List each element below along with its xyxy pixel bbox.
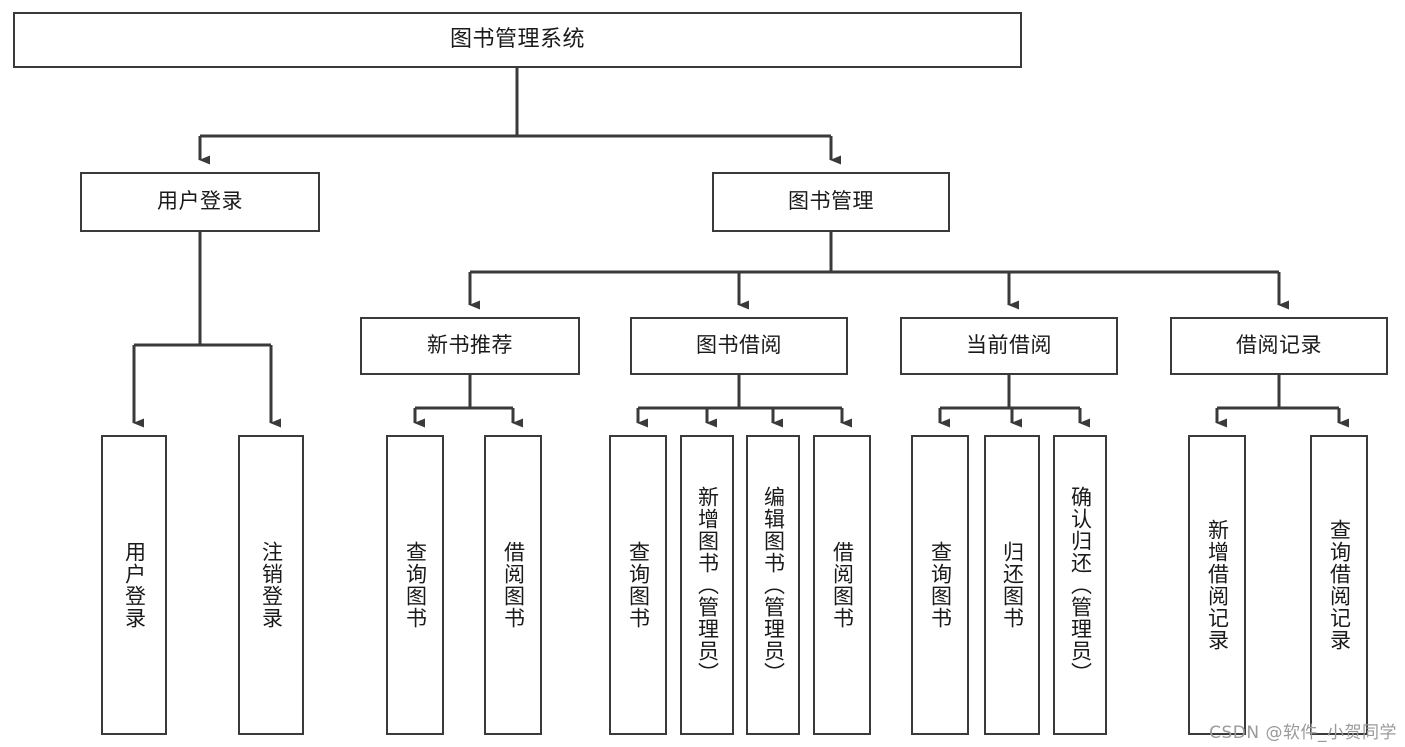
node-book-manage[interactable]: 图书管理 (712, 172, 950, 232)
leaf-add-record[interactable]: 新增借阅记录 (1188, 435, 1246, 735)
node-user-login[interactable]: 用户登录 (80, 172, 320, 232)
leaf-query-record-label: 查询借阅记录 (1327, 519, 1352, 651)
node-new-book-rec[interactable]: 新书推荐 (360, 317, 580, 375)
leaf-query-book-1[interactable]: 查询图书 (386, 435, 444, 735)
leaf-query-record[interactable]: 查询借阅记录 (1310, 435, 1368, 735)
leaf-confirm-return[interactable]: 确认归还（管理员） (1053, 435, 1107, 735)
leaf-query-book-3-label: 查询图书 (928, 541, 953, 629)
leaf-query-book-3[interactable]: 查询图书 (911, 435, 969, 735)
node-new-book-rec-label: 新书推荐 (427, 333, 513, 358)
leaf-return-book[interactable]: 归还图书 (984, 435, 1040, 735)
leaf-add-record-label: 新增借阅记录 (1205, 519, 1230, 651)
node-current-borrow[interactable]: 当前借阅 (900, 317, 1118, 375)
node-current-borrow-label: 当前借阅 (966, 333, 1052, 358)
node-book-borrow[interactable]: 图书借阅 (630, 317, 848, 375)
node-root[interactable]: 图书管理系统 (13, 12, 1022, 68)
leaf-confirm-return-label: 确认归还（管理员） (1068, 486, 1093, 684)
leaf-return-book-label: 归还图书 (1000, 541, 1025, 629)
leaf-borrow-book-2[interactable]: 借阅图书 (813, 435, 871, 735)
leaf-edit-book[interactable]: 编辑图书（管理员） (746, 435, 800, 735)
leaf-borrow-book-2-label: 借阅图书 (830, 541, 855, 629)
leaf-add-book-label: 新增图书（管理员） (695, 486, 720, 684)
node-root-label: 图书管理系统 (449, 26, 585, 52)
leaf-user-login-label: 用户登录 (122, 541, 147, 629)
leaf-borrow-book-1-label: 借阅图书 (501, 541, 526, 629)
node-user-login-label: 用户登录 (157, 189, 243, 214)
node-book-borrow-label: 图书借阅 (696, 333, 782, 358)
node-book-manage-label: 图书管理 (788, 189, 874, 214)
leaf-edit-book-label: 编辑图书（管理员） (761, 486, 786, 684)
leaf-borrow-book-1[interactable]: 借阅图书 (484, 435, 542, 735)
leaf-query-book-2[interactable]: 查询图书 (609, 435, 667, 735)
leaf-query-book-2-label: 查询图书 (626, 541, 651, 629)
leaf-user-login[interactable]: 用户登录 (101, 435, 167, 735)
leaf-query-book-1-label: 查询图书 (403, 541, 428, 629)
leaf-add-book[interactable]: 新增图书（管理员） (680, 435, 734, 735)
leaf-user-logout[interactable]: 注销登录 (238, 435, 304, 735)
node-borrow-record-label: 借阅记录 (1236, 333, 1322, 358)
node-borrow-record[interactable]: 借阅记录 (1170, 317, 1388, 375)
csdn-watermark: CSDN @软件_小贺同学 (1209, 723, 1397, 743)
leaf-user-logout-label: 注销登录 (259, 541, 284, 629)
